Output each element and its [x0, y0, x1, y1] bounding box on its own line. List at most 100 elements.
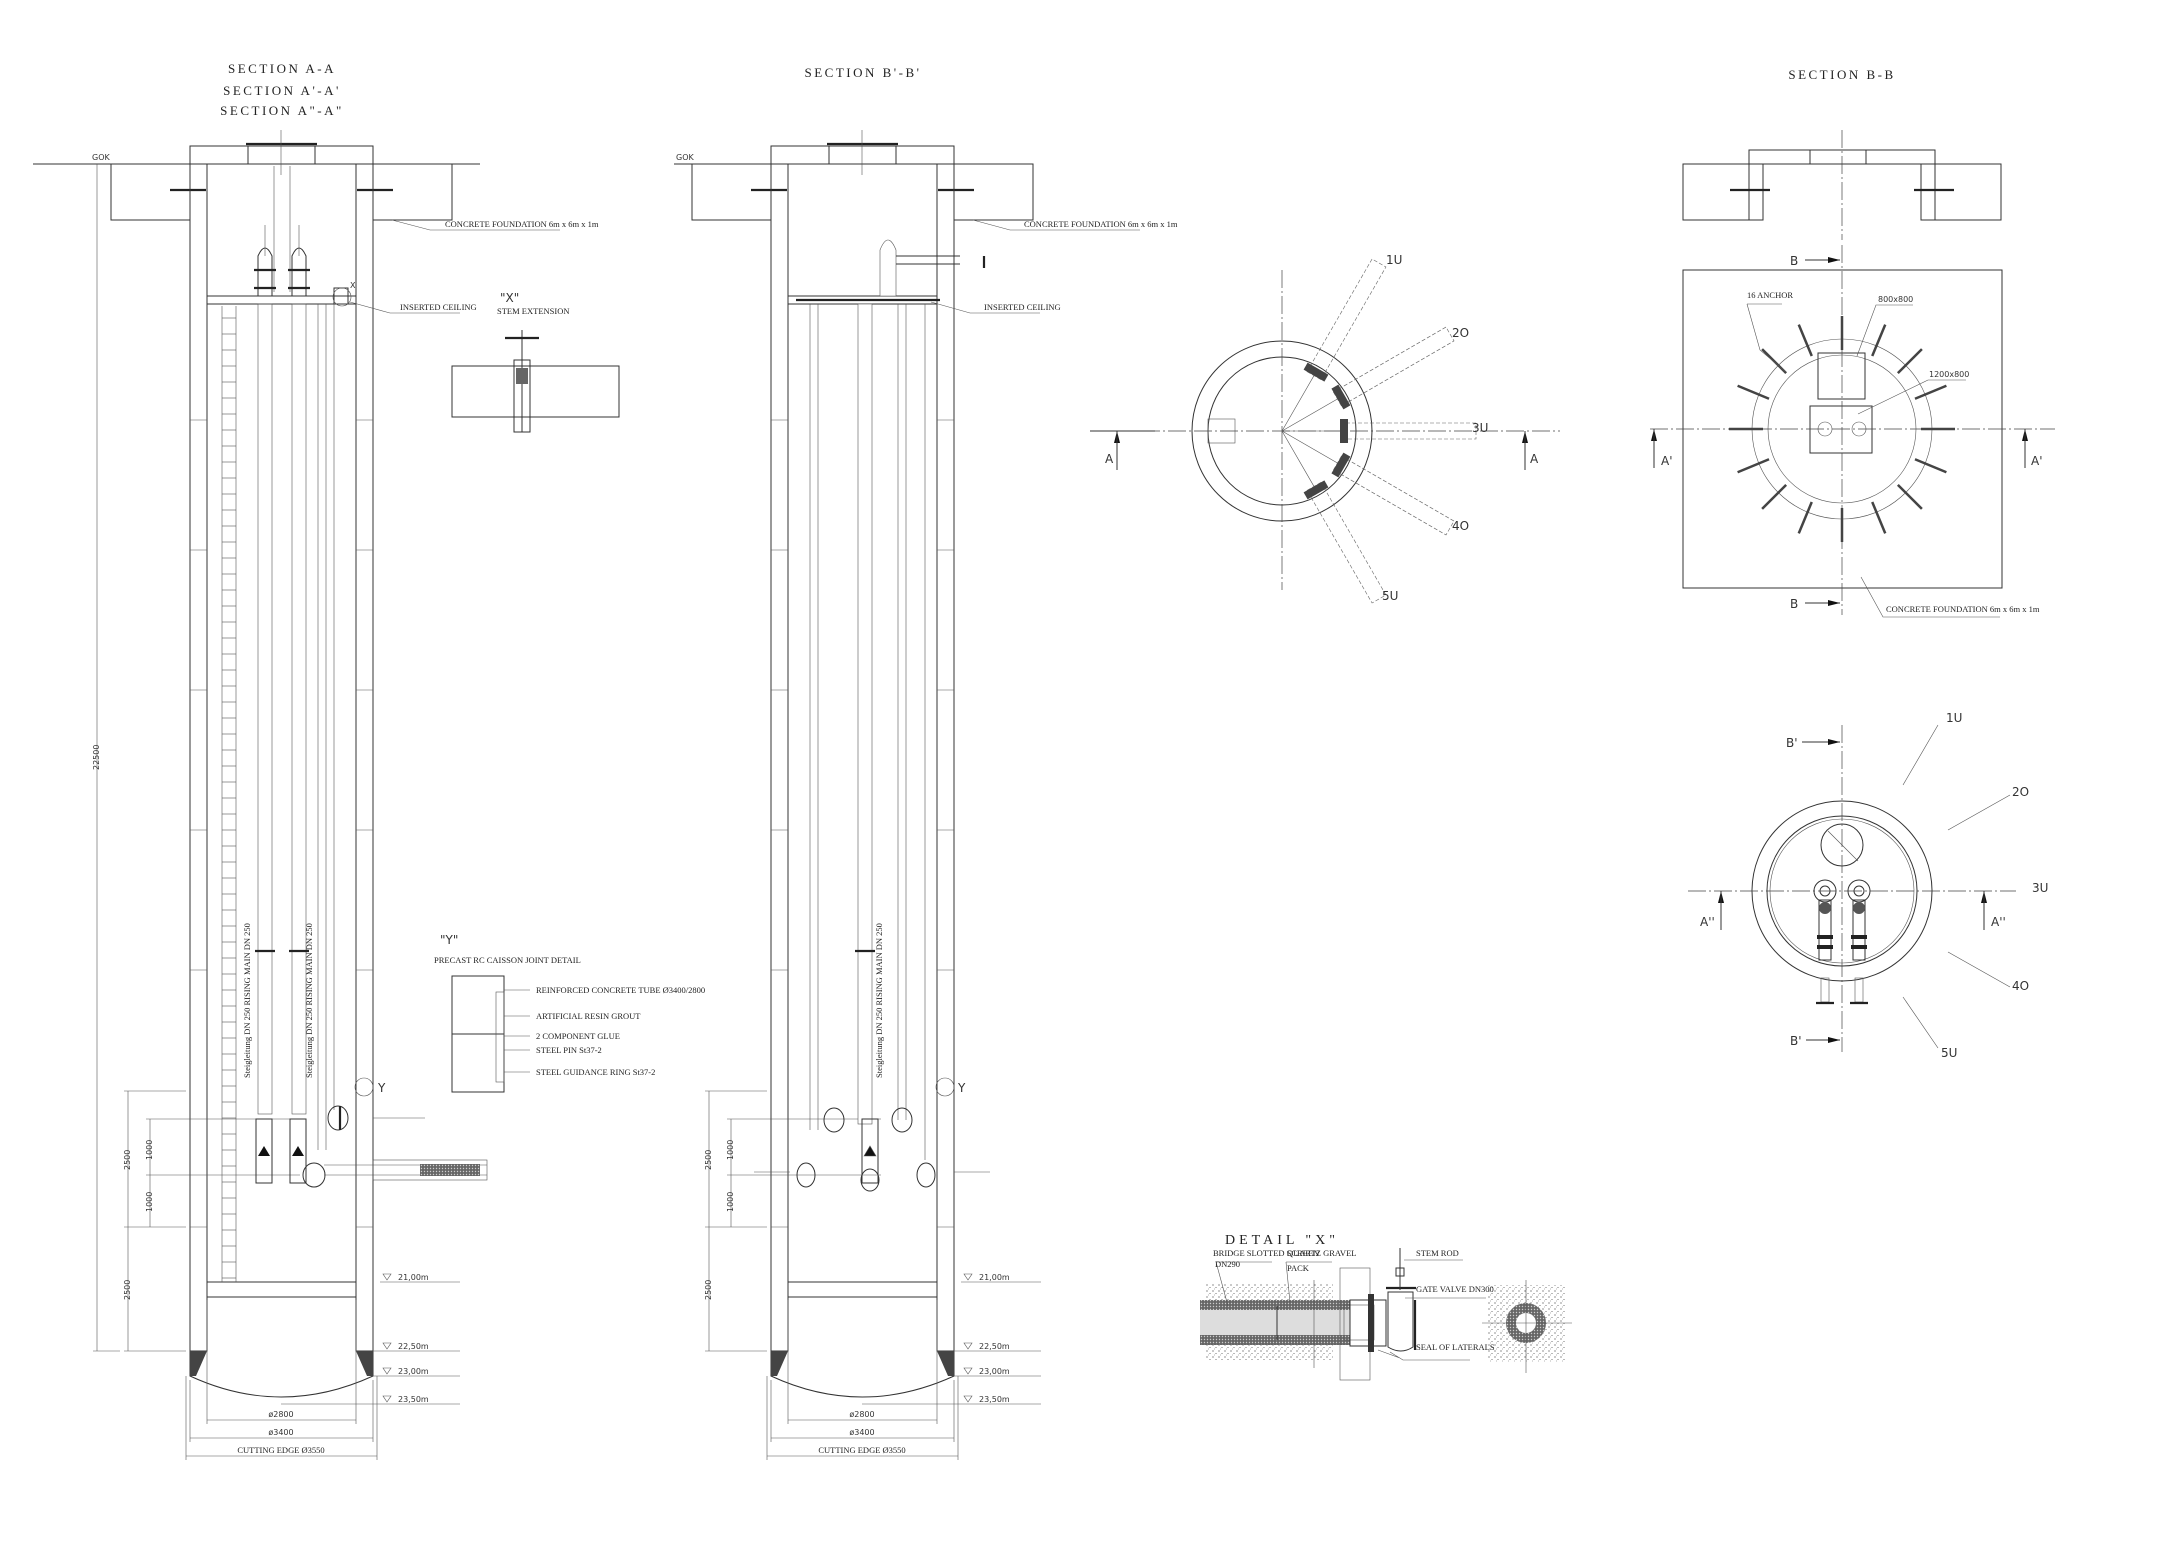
- detail-x-label-screen-dn: DN290: [1215, 1259, 1240, 1269]
- detail-y-title: "Y": [440, 933, 458, 947]
- detail-y-label-tube: REINFORCED CONCRETE TUBE Ø3400/2800: [536, 985, 705, 995]
- detail-x: DETAIL "X" BRIDGE SLOTTED SCREEN DN290 Q…: [1200, 1233, 1572, 1381]
- dim-1000-a: 1000: [726, 1140, 735, 1160]
- opening-small-label: 800x800: [1878, 295, 1913, 304]
- dim-lower: 2500: [704, 1280, 713, 1300]
- level-23: 23,00m: [398, 1367, 429, 1376]
- detail-y-label-pin: STEEL PIN St37-2: [536, 1045, 602, 1055]
- concrete-foundation-label: CONCRETE FOUNDATION 6m x 6m x 1m: [1886, 604, 2040, 614]
- opening-large-label: 1200x800: [1929, 370, 1969, 379]
- stem-extension-title: "X": [500, 291, 519, 305]
- detail-y-heading: PRECAST RC CAISSON JOINT DETAIL: [434, 955, 581, 965]
- lateral-label-1u: 1U: [1946, 711, 1962, 725]
- lateral-label-3u: 3U: [2032, 881, 2048, 895]
- rising-main-label-2: Steigleitung DN 250 RISING MAIN DN 250: [304, 923, 314, 1078]
- detail-x-label-pack: PACK: [1287, 1263, 1310, 1273]
- rising-main-label: Steigleitung DN 250 RISING MAIN DN 250: [874, 923, 884, 1078]
- detail-x-label-gate-valve: GATE VALVE DN300: [1416, 1284, 1494, 1294]
- level-23-5: 23,50m: [979, 1395, 1010, 1404]
- section-mark-a1-right: A': [2031, 454, 2043, 468]
- lateral-label-3u: 3U: [1472, 421, 1488, 435]
- lateral-label-5u: 5U: [1941, 1046, 1957, 1060]
- detail-y-label-ring: STEEL GUIDANCE RING St37-2: [536, 1067, 655, 1077]
- section-mark-a-left: A: [1105, 452, 1114, 466]
- lateral-label-4o: 4O: [2012, 979, 2029, 993]
- ladder-rungs: [222, 317, 236, 1279]
- anchor: [1761, 483, 1788, 510]
- section-mark-a1-left: A': [1661, 454, 1673, 468]
- lateral-label-5u: 5U: [1382, 589, 1398, 603]
- anchor: [1761, 348, 1788, 375]
- ladder: [221, 166, 291, 1282]
- anchor: [1871, 324, 1887, 357]
- section-title-b-b: SECTION B-B: [1788, 67, 1895, 82]
- dim-upper: 2500: [123, 1150, 132, 1170]
- cut-mark-b1-top: B': [1786, 736, 1798, 750]
- concrete-foundation-label: CONCRETE FOUNDATION 6m x 6m x 1m: [445, 219, 599, 229]
- section-title-b-prime: SECTION B'-B': [805, 65, 922, 80]
- section-title-a2-a2: SECTION A"-A": [220, 103, 344, 118]
- gok-label: GOK: [92, 153, 110, 162]
- level-23-5: 23,50m: [398, 1395, 429, 1404]
- dim-outer-diameter: ø3400: [849, 1428, 874, 1437]
- level-23: 23,00m: [979, 1367, 1010, 1376]
- cut-mark-b-bottom: B: [1790, 597, 1798, 611]
- dim-outer-diameter: ø3400: [268, 1428, 293, 1437]
- anchor: [1737, 458, 1770, 474]
- section-b-b: SECTION B-B 16 ANCHOR 800x800 1200x800 C…: [1650, 67, 2055, 618]
- valves: [754, 1107, 990, 1192]
- lateral-leaders: [1902, 724, 2011, 1049]
- plan-shaft-interior: 1U 2O 3U 4O 5U A'' A'' B' B': [1688, 711, 2048, 1060]
- dim-lower: 2500: [123, 1280, 132, 1300]
- section-title-a-a: SECTION A-A: [228, 61, 336, 76]
- anchor: [1871, 501, 1887, 534]
- detail-x-label-screen: BRIDGE SLOTTED SCREEN: [1213, 1248, 1319, 1258]
- detail-y: "Y" PRECAST RC CAISSON JOINT DETAIL REIN…: [434, 933, 705, 1093]
- inserted-ceiling-label: INSERTED CEILING: [984, 302, 1061, 312]
- detail-x-title: DETAIL "X": [1225, 1233, 1339, 1248]
- level-22-5: 22,50m: [979, 1342, 1010, 1351]
- anchor: [1896, 483, 1923, 510]
- level-22-5: 22,50m: [398, 1342, 429, 1351]
- stem-extension-label: STEM EXTENSION: [497, 306, 569, 316]
- dim-inner-diameter: ø2800: [849, 1410, 874, 1419]
- detail-x-label-seal: SEAL OF LATERALS: [1416, 1342, 1495, 1352]
- anchor: [1797, 324, 1813, 357]
- detail-y-marker: Y: [377, 1081, 386, 1095]
- detail-y-marker-circle: [354, 1077, 374, 1097]
- lateral-label-2o: 2O: [2012, 785, 2029, 799]
- dim-cutting-edge: CUTTING EDGE Ø3550: [237, 1445, 324, 1455]
- shaft-shell: [109, 128, 462, 1462]
- section-title-a1-a1: SECTION A'-A': [223, 83, 341, 98]
- dim-upper: 2500: [704, 1150, 713, 1170]
- detail-x-label-stem-rod: STEM ROD: [1416, 1248, 1459, 1258]
- cut-mark-b1-bottom: B': [1790, 1034, 1802, 1048]
- pumps: [255, 1105, 488, 1188]
- anchor: [1737, 384, 1770, 400]
- detail-x-marker-circle: [332, 287, 352, 307]
- section-mark-a2-left: A'': [1700, 915, 1715, 929]
- dim-1000-b: 1000: [145, 1192, 154, 1212]
- gok-label: GOK: [676, 153, 694, 162]
- plan-laterals: 1U 2O 3U 4O 5U A A: [1090, 253, 1560, 604]
- detail-x-label-gravel: QUARTZ GRAVEL: [1287, 1248, 1356, 1258]
- anchor-label: 16 ANCHOR: [1747, 290, 1793, 300]
- detail-y-label-glue: 2 COMPONENT GLUE: [536, 1031, 620, 1041]
- dim-cutting-edge: CUTTING EDGE Ø3550: [818, 1445, 905, 1455]
- lateral-label-1u: 1U: [1386, 253, 1402, 267]
- concrete-foundation-label: CONCRETE FOUNDATION 6m x 6m x 1m: [1024, 219, 1178, 229]
- dim-1000-b: 1000: [726, 1192, 735, 1212]
- detail-y-marker: Y: [957, 1081, 966, 1095]
- lateral-label-2o: 2O: [1452, 326, 1469, 340]
- anchor: [1896, 348, 1923, 375]
- rising-mains: [254, 225, 349, 1150]
- detail-x-marker: X: [350, 281, 356, 290]
- stem-extension-detail: "X" STEM EXTENSION: [451, 291, 620, 433]
- cut-mark-b-top: B: [1790, 254, 1798, 268]
- dim-total-depth: 22500: [92, 745, 101, 770]
- section-b-prime: SECTION B'-B' GOK Steigleitung DN 250: [674, 65, 1178, 1462]
- anchor: [1914, 458, 1947, 474]
- rising-main-label-1: Steigleitung DN 250 RISING MAIN DN 250: [242, 923, 252, 1078]
- dim-1000-a: 1000: [145, 1140, 154, 1160]
